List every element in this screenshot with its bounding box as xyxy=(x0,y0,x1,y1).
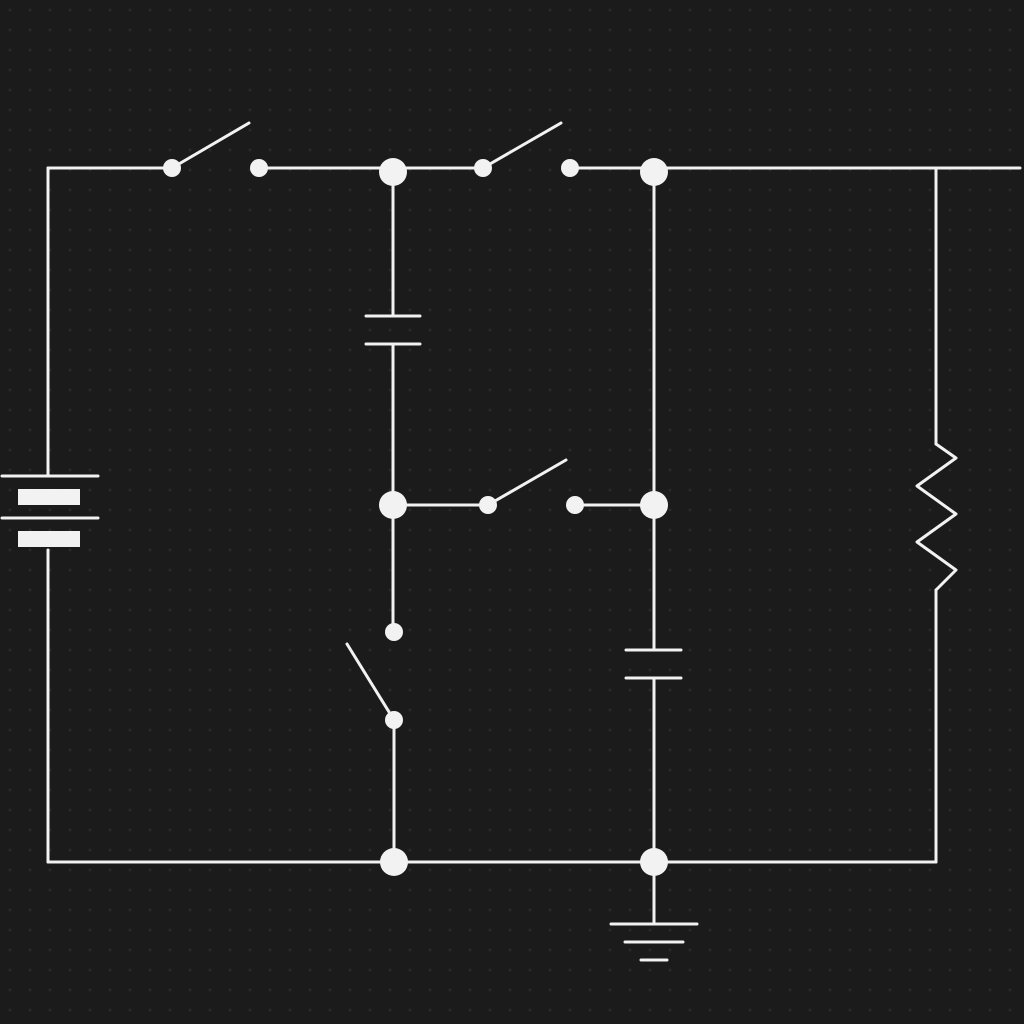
ground-symbol xyxy=(609,922,699,962)
battery xyxy=(0,474,100,547)
junction-node xyxy=(380,848,408,876)
switch-lower-left[interactable] xyxy=(345,623,403,729)
junction-node xyxy=(379,491,407,519)
switch-top-right[interactable] xyxy=(474,121,579,177)
junction-node xyxy=(379,158,407,186)
junction-node xyxy=(640,158,668,186)
capacitor-right xyxy=(624,648,683,680)
switch-top-left[interactable] xyxy=(163,121,268,177)
resistor xyxy=(915,442,958,592)
junction-node xyxy=(640,491,668,519)
junction-node xyxy=(640,848,668,876)
switch-middle[interactable] xyxy=(479,458,584,514)
capacitor-left xyxy=(364,314,422,346)
junctions xyxy=(379,158,668,876)
